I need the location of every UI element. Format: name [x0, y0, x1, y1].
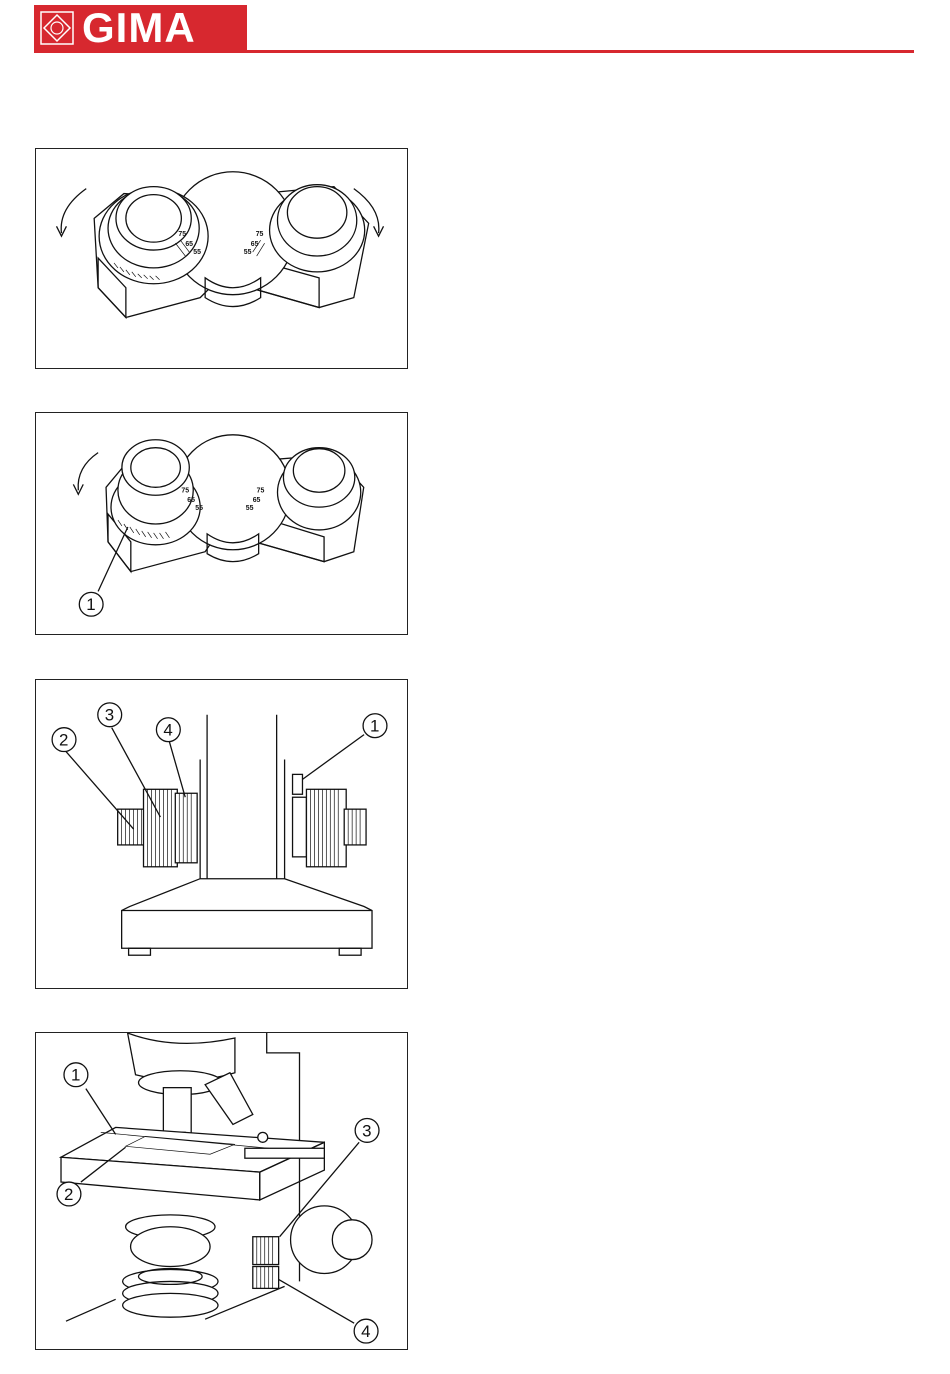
rotate-arrow-left-icon: [61, 189, 86, 234]
figure-diopter-adjust: 75 65 55 75 65 55 1: [35, 412, 408, 635]
scale-left-55: 55: [195, 505, 203, 512]
callout-3: 3: [362, 1121, 371, 1140]
figure-binocular-head: 75 65 55 75 65 55: [35, 148, 408, 369]
scale-left-75: 75: [181, 487, 189, 494]
header-rule: [34, 50, 914, 53]
scale-left-55: 55: [193, 249, 201, 256]
scale-right-75: 75: [256, 231, 264, 238]
scale-left-65: 65: [187, 497, 195, 504]
figure-stage: 1 2 3 4: [35, 1032, 408, 1350]
scale-left-75: 75: [178, 231, 186, 238]
callout-2: 2: [59, 731, 68, 750]
logo-badge-icon: [39, 10, 75, 46]
figure-focus-knobs: 2 3 4 1: [35, 679, 408, 989]
scale-right-55: 55: [244, 249, 252, 256]
logo-text: GIMA: [82, 7, 196, 49]
callout-2: 2: [64, 1185, 73, 1204]
scale-right-75: 75: [257, 487, 265, 494]
callout-3: 3: [105, 706, 114, 725]
callout-1: 1: [71, 1066, 80, 1085]
scale-right-55: 55: [246, 505, 254, 512]
callout-4: 4: [361, 1322, 370, 1341]
callout-1: 1: [370, 717, 379, 736]
gima-logo: GIMA: [34, 5, 247, 51]
scale-left-65: 65: [185, 241, 193, 248]
callout-4: 4: [163, 721, 172, 740]
scale-right-65: 65: [253, 497, 261, 504]
callout-label: 1: [86, 595, 95, 614]
